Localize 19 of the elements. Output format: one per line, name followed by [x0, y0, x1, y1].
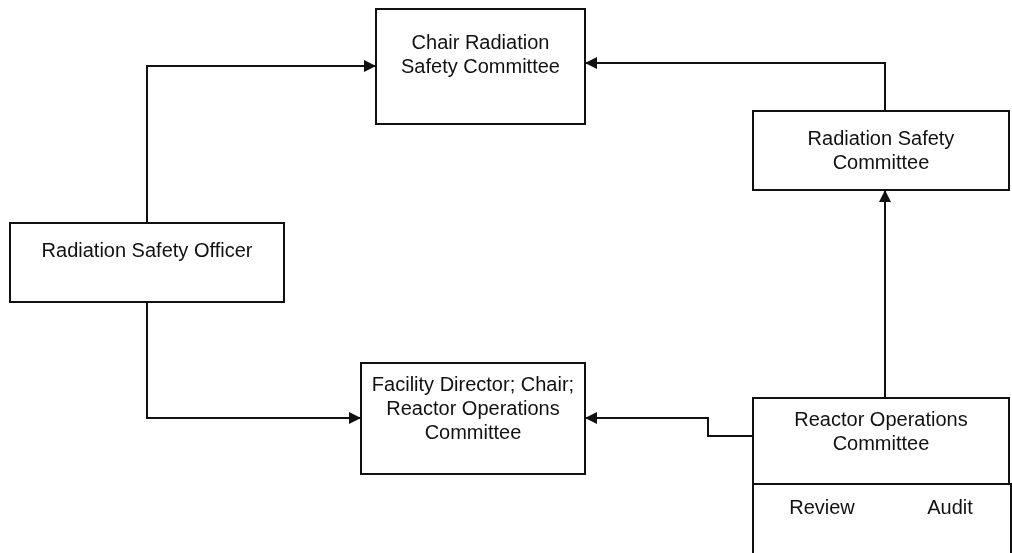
connector-arrow	[879, 190, 891, 398]
org-box	[9, 222, 285, 303]
box-label: Radiation Safety Committee	[806, 126, 956, 174]
box-label: Reactor Operations Committee	[793, 407, 969, 455]
box-label: Radiation Safety Officer	[40, 238, 254, 262]
connector-arrow	[585, 412, 753, 437]
table-cell	[890, 483, 1012, 553]
org-box	[360, 362, 586, 475]
table-cell	[752, 483, 892, 553]
connector-arrow	[146, 60, 376, 223]
box-label: Chair Radiation Safety Committee	[400, 30, 561, 78]
box-label: Audit	[926, 495, 974, 519]
connector-arrow	[585, 57, 886, 111]
box-label: Facility Director; Chair; Reactor Operations Committee	[370, 372, 576, 444]
org-box	[752, 110, 1010, 191]
org-box	[375, 8, 586, 125]
org-box	[752, 397, 1010, 553]
box-label: Review	[788, 495, 856, 519]
connector-arrow	[146, 302, 361, 424]
